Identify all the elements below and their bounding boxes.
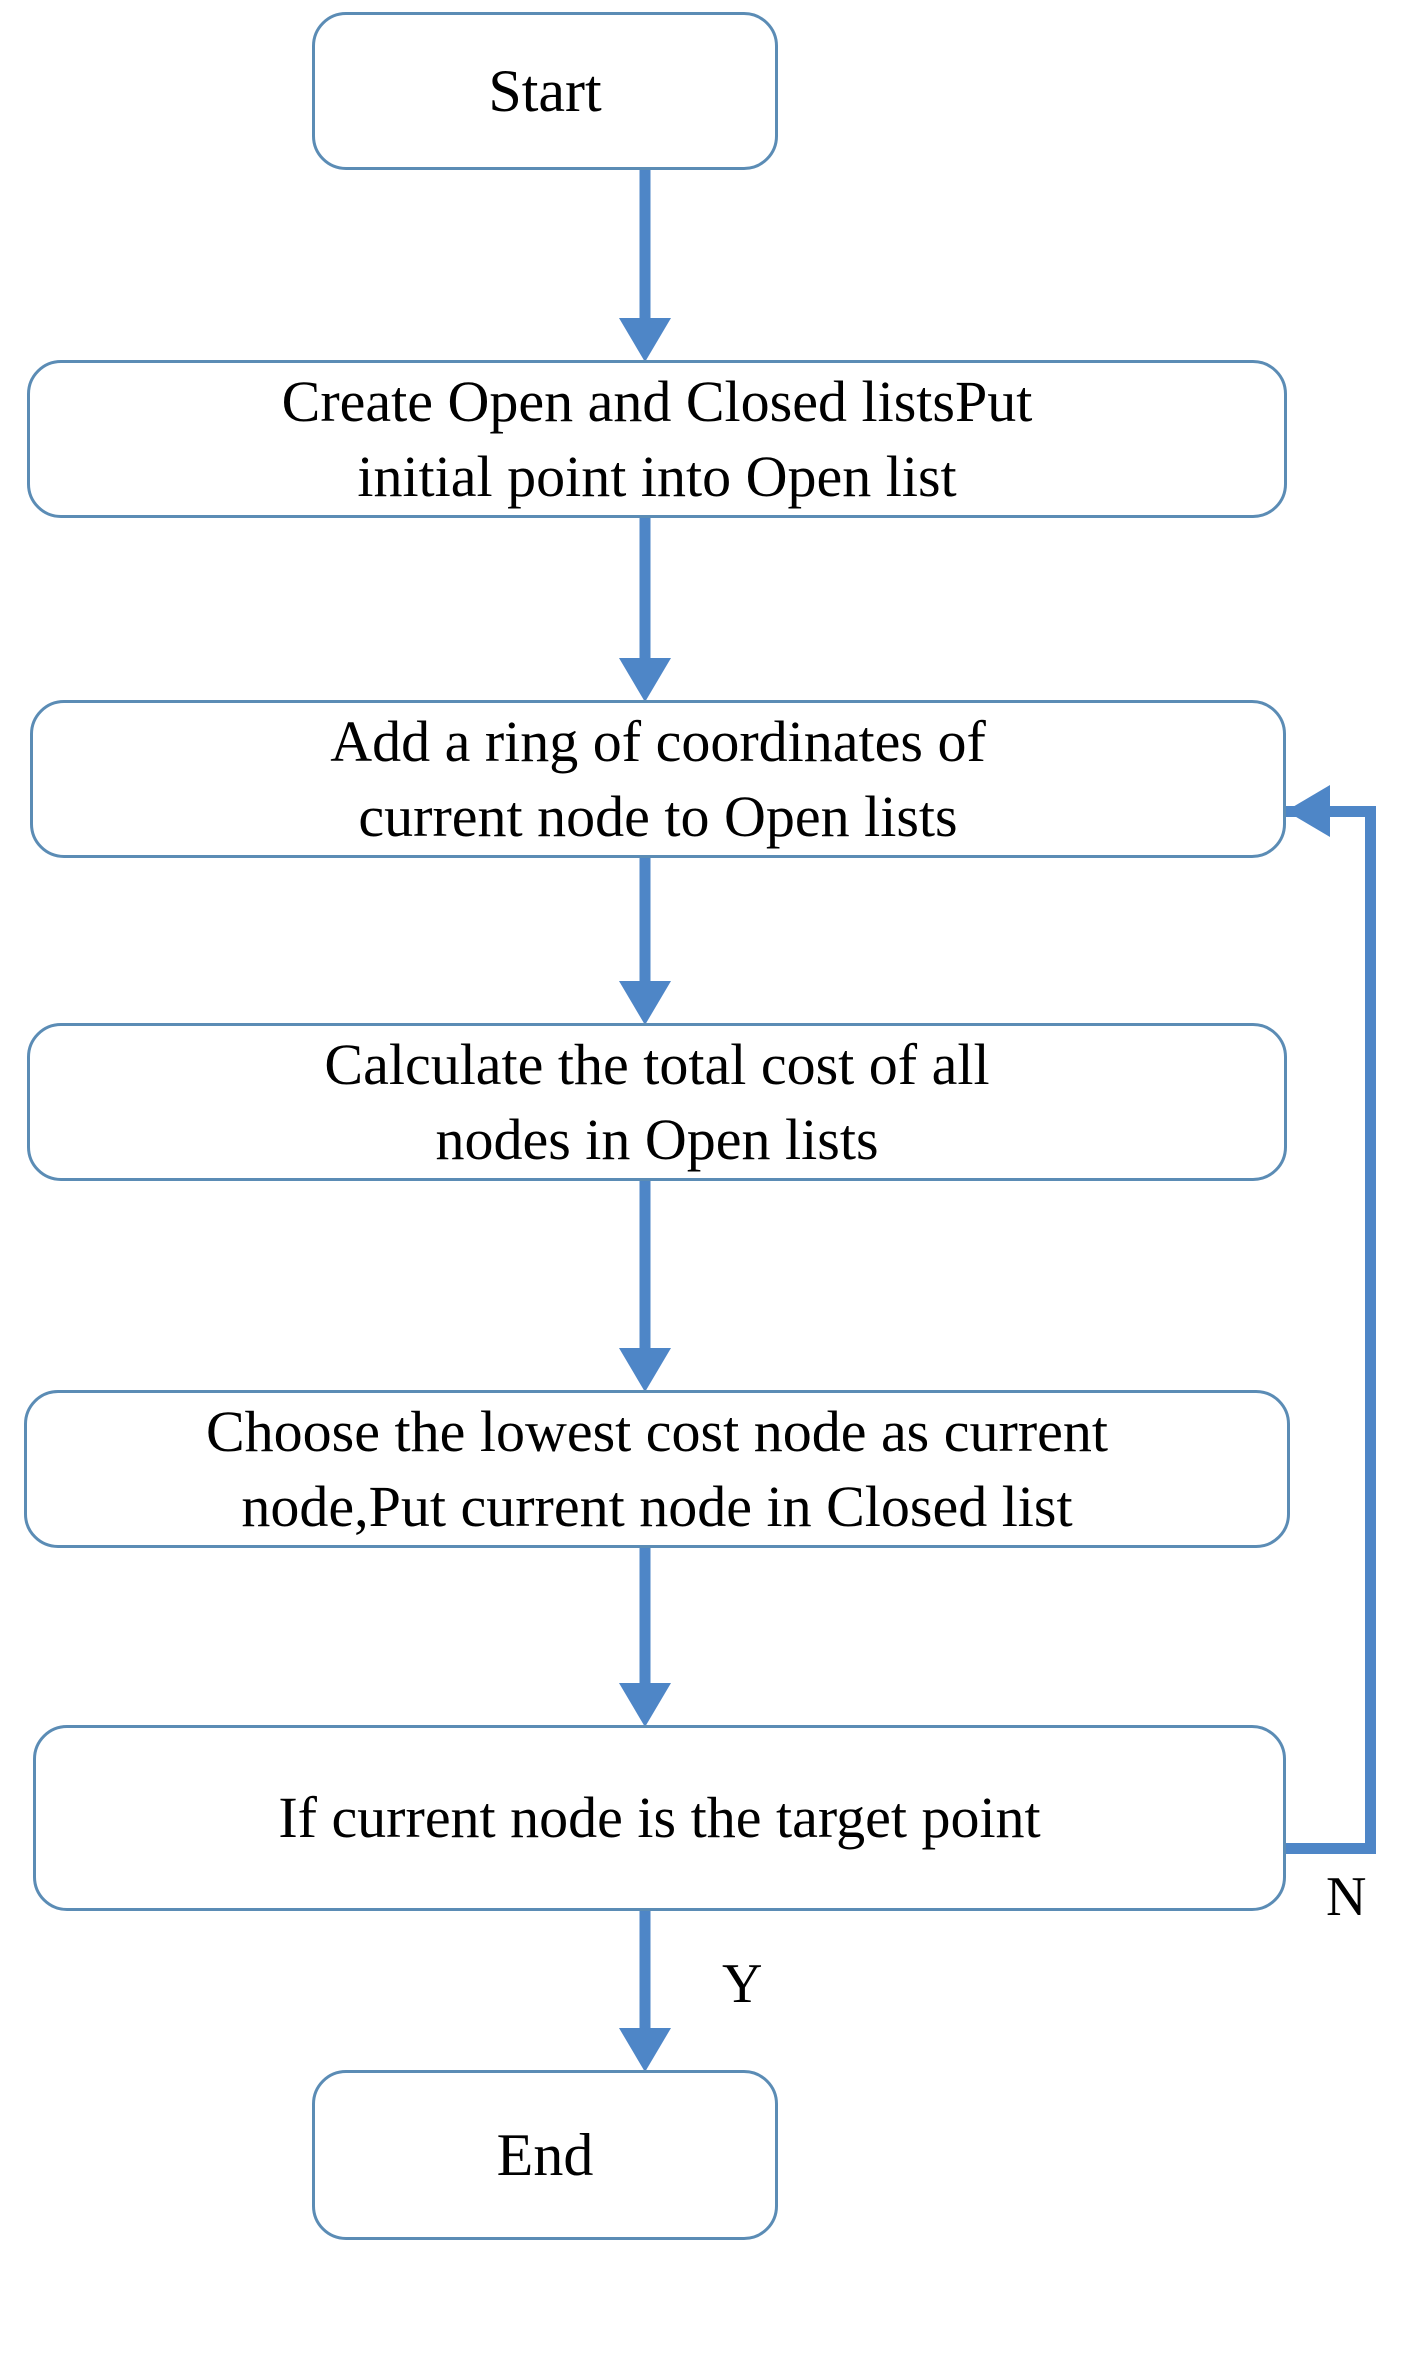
arrow-if-to-end-yes (612, 1911, 678, 2072)
arrow-shaft (639, 170, 651, 320)
arrow-head-down-icon (619, 1348, 671, 1392)
arrow-head-down-icon (619, 2028, 671, 2072)
flow-node-choose-lowest-cost-label: Choose the lowest cost node as current n… (205, 1398, 1108, 1539)
arrow-shaft (639, 1548, 651, 1685)
branch-label-yes: Y (722, 1953, 763, 2015)
flow-node-choose-lowest-cost[interactable]: Choose the lowest cost node as current n… (24, 1390, 1290, 1548)
arrow-start-to-create (612, 170, 678, 362)
loop-arrow-head-left-icon (1286, 785, 1330, 837)
flow-node-add-ring[interactable]: Add a ring of coordinates of current nod… (30, 700, 1286, 858)
flow-node-calculate-cost[interactable]: Calculate the total cost of all nodes in… (27, 1023, 1287, 1181)
flow-node-start[interactable]: Start (312, 12, 778, 170)
arrow-shaft (639, 518, 651, 660)
flow-node-add-ring-label: Add a ring of coordinates of current nod… (330, 708, 986, 849)
loop-segment-horizontal-bottom (1286, 1843, 1376, 1854)
loop-segment-vertical-right (1365, 806, 1376, 1854)
flow-node-create-lists-label: Create Open and Closed listsPut initial … (281, 368, 1033, 509)
flow-node-decision-target-point-label: If current node is the target point (278, 1785, 1041, 1851)
arrow-shaft (639, 858, 651, 983)
flow-node-start-label: Start (488, 58, 602, 124)
loop-segment-horizontal-top (1286, 806, 1376, 817)
arrow-addring-to-calc (612, 858, 678, 1025)
branch-label-no: N (1326, 1866, 1367, 1928)
arrow-head-down-icon (619, 658, 671, 702)
flow-node-end[interactable]: End (312, 2070, 778, 2240)
flow-node-create-lists[interactable]: Create Open and Closed listsPut initial … (27, 360, 1287, 518)
arrow-shaft (639, 1911, 651, 2030)
arrow-shaft (639, 1181, 651, 1350)
arrow-head-down-icon (619, 981, 671, 1025)
arrow-choose-to-if (612, 1548, 678, 1727)
arrow-calc-to-choose (612, 1181, 678, 1392)
arrow-head-down-icon (619, 1683, 671, 1727)
flow-node-calculate-cost-label: Calculate the total cost of all nodes in… (324, 1031, 990, 1172)
flow-node-end-label: End (496, 2122, 594, 2188)
flow-node-decision-target-point[interactable]: If current node is the target point (33, 1725, 1286, 1911)
arrow-head-down-icon (619, 318, 671, 362)
arrow-create-to-addring (612, 518, 678, 702)
